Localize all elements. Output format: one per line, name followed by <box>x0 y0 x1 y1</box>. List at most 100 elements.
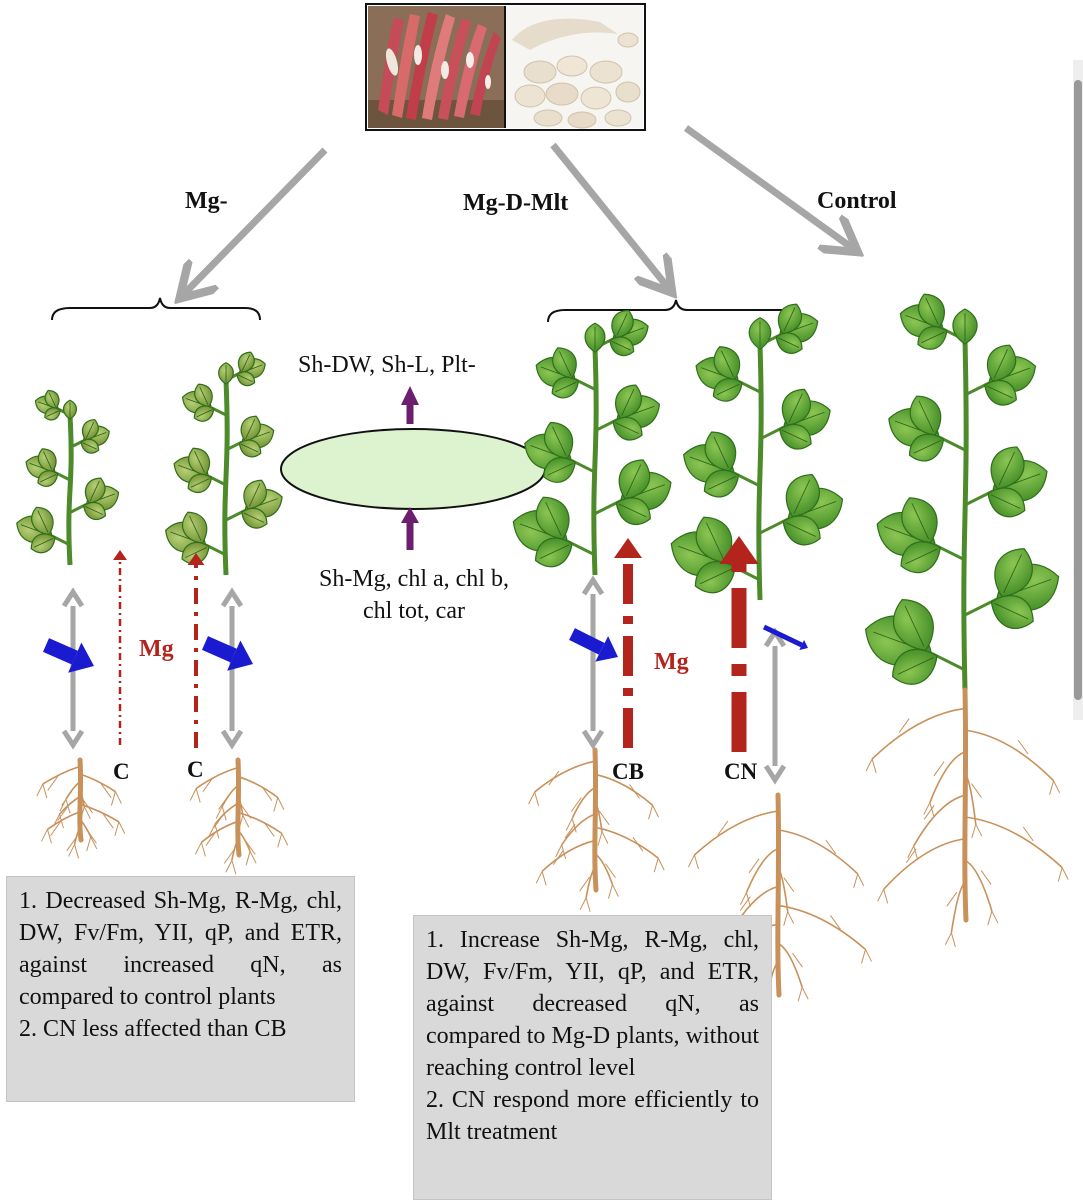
leaf-vein <box>987 385 1013 399</box>
leaf-vein <box>241 354 251 371</box>
leaf-vein <box>788 393 803 423</box>
leaf-vein <box>911 503 930 540</box>
root-hair <box>877 848 917 904</box>
leaf-vein <box>918 400 934 433</box>
leaf-vein <box>194 451 205 473</box>
lateral-root <box>237 775 279 799</box>
root-hair <box>783 877 795 926</box>
lateral-root <box>777 867 789 912</box>
effects-down-text: Sh-Mg, chl a, chl b, chl tot, car <box>319 566 509 624</box>
root-hair <box>1017 739 1061 795</box>
leaf-vein <box>82 442 97 450</box>
vertical-scrollbar[interactable] <box>1073 60 1083 720</box>
lateral-root <box>777 904 867 951</box>
transport-blue-right-2 <box>762 624 808 650</box>
roots-mg-deficient-c1 <box>36 757 126 859</box>
leaf-vein <box>46 410 60 417</box>
leaf-vein <box>85 506 103 515</box>
root-hair <box>907 804 935 861</box>
transport-red-left-1 <box>113 550 127 745</box>
transport-gray-right-1 <box>581 575 605 750</box>
plant-label-c-2: C <box>187 757 204 782</box>
leaf-vein <box>37 510 49 533</box>
leaf-vein <box>618 503 647 518</box>
lateral-root <box>214 802 239 825</box>
plant-label-cn: CN <box>724 759 758 784</box>
leaf-vein <box>913 440 941 454</box>
leaf-vein <box>998 451 1015 486</box>
leaf <box>695 516 733 564</box>
leaf-vein <box>40 474 57 483</box>
roots-mg-deficient-c2 <box>189 757 289 875</box>
leaf-vein <box>708 476 736 490</box>
leaf-vein <box>793 479 811 514</box>
leaf-vein <box>990 494 1021 509</box>
transport-blue-left-1 <box>42 638 94 673</box>
lateral-root <box>585 866 596 898</box>
arrow-to-mg-d-mlt <box>550 142 670 290</box>
lateral-root <box>594 800 603 832</box>
stem <box>222 379 230 576</box>
lateral-root <box>777 942 803 988</box>
central-process <box>280 386 546 550</box>
root-hair <box>261 786 285 812</box>
leaf-vein <box>783 307 796 332</box>
summary-right-point-1: 1. Increase Sh-Mg, R-Mg, chl, DW, Fv/Fm,… <box>426 927 759 1081</box>
treatment-arrows <box>182 125 855 296</box>
lateral-root <box>237 811 283 835</box>
lateral-root <box>745 848 779 894</box>
scrollbar-thumb[interactable] <box>1074 80 1082 700</box>
leaf-vein <box>85 421 95 439</box>
gray-head-bottom <box>61 729 85 750</box>
leaf-vein <box>248 483 261 507</box>
leaf-vein <box>993 349 1008 379</box>
stem <box>591 347 599 576</box>
bean-photo <box>365 3 646 131</box>
root-hair <box>528 770 560 807</box>
leaf-vein <box>994 603 1029 620</box>
transport-gray-right-2 <box>763 627 787 785</box>
lateral-root <box>929 751 966 803</box>
red-head <box>113 550 127 560</box>
summary-left-point-1: 1. Decreased Sh-Mg, R-Mg, chl, DW, Fv/Fm… <box>19 888 342 1010</box>
leaf-vein <box>621 388 635 416</box>
plant-control <box>864 293 1060 691</box>
lateral-root <box>541 839 596 872</box>
lateral-root <box>950 881 966 933</box>
root-hair <box>830 915 872 964</box>
summary-box-mg-deficient: 1. Decreased Sh-Mg, R-Mg, chl, DW, Fv/Fm… <box>6 876 355 1102</box>
taproot <box>962 687 969 923</box>
leaf-vein <box>559 351 572 376</box>
lateral-root <box>777 829 859 875</box>
lateral-root <box>42 765 81 785</box>
leaf-vein <box>905 548 938 565</box>
leaf-vein <box>189 515 202 541</box>
lateral-root <box>693 810 779 856</box>
leaf-vein <box>199 386 209 405</box>
lateral-root <box>594 773 654 806</box>
red-head <box>187 553 205 565</box>
root-hair <box>535 850 564 886</box>
leaf <box>535 496 570 540</box>
brace-mg-deficient <box>51 297 261 321</box>
root-hair <box>971 783 983 839</box>
lateral-root <box>964 816 1063 869</box>
lateral-root <box>964 729 1055 782</box>
blue-shaft <box>42 638 78 665</box>
stem <box>961 339 969 691</box>
root-hair <box>579 876 591 912</box>
leaf <box>901 497 938 544</box>
plants <box>16 293 1069 1021</box>
transport-red-right-1 <box>614 538 642 748</box>
transport-arrows <box>42 536 808 785</box>
red-head <box>719 536 759 564</box>
taproot <box>592 747 599 893</box>
roots-mg-d-mlt-cb <box>528 747 665 912</box>
leaf-vein <box>904 605 925 647</box>
leaf-vein <box>921 331 945 344</box>
label-mg-deficient: Mg- <box>185 188 228 214</box>
root-hair <box>189 777 214 803</box>
blue-shaft <box>569 628 605 655</box>
lateral-root <box>79 773 116 793</box>
lateral-root <box>47 810 81 830</box>
